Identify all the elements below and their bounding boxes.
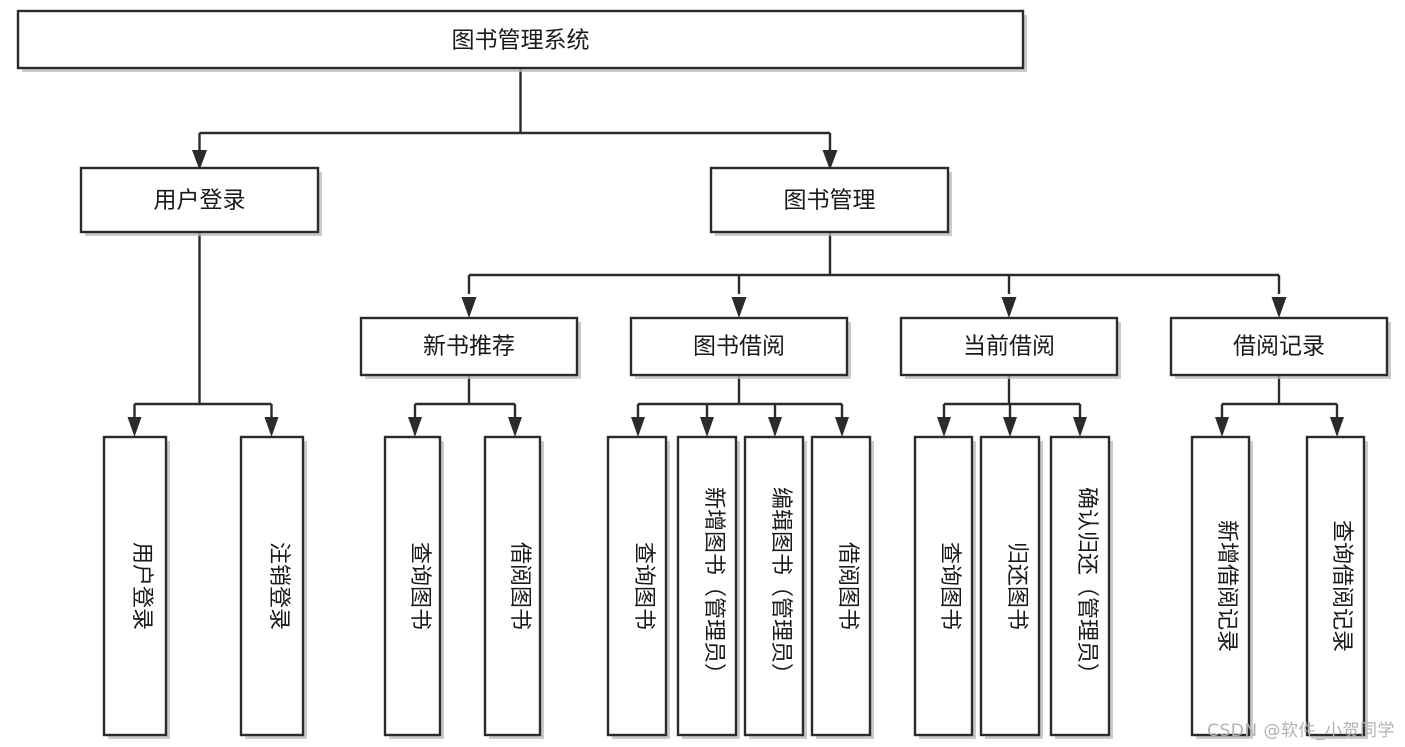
node-leaf-return-book-box[interactable] <box>979 435 1041 737</box>
node-current-borrow[interactable]: 当前借阅 <box>899 316 1121 379</box>
node-leaf-confirm-return-box[interactable] <box>1049 435 1111 737</box>
node-user-login[interactable]: 用户登录 <box>79 166 322 236</box>
node-leaf-query-book-1-box[interactable] <box>383 435 442 737</box>
node-new-book-rec-box[interactable] <box>359 316 579 377</box>
node-leaf-query-book-2-box[interactable] <box>606 435 668 737</box>
node-root-label: 图书管理系统 <box>452 28 590 54</box>
arrow-to-leaf-user-login <box>127 417 142 437</box>
node-leaf-user-login-box[interactable] <box>102 435 168 737</box>
node-leaf-query-book-1-label: 查询图书 <box>407 542 432 630</box>
node-leaf-borrow-book-1[interactable]: 借阅图书 <box>483 435 544 739</box>
node-leaf-query-book-2[interactable]: 查询图书 <box>606 435 670 739</box>
node-leaf-add-record[interactable]: 新增借阅记录 <box>1190 435 1253 739</box>
node-new-book-rec[interactable]: 新书推荐 <box>359 316 581 379</box>
node-leaf-borrow-book-1-box[interactable] <box>483 435 542 737</box>
node-leaf-return-book-label: 归还图书 <box>1004 542 1029 630</box>
node-leaf-borrow-book-1-label: 借阅图书 <box>507 542 532 630</box>
arrow-to-leaf-borrow-book-2 <box>835 417 849 437</box>
node-leaf-confirm-return-label: 确认归还（管理员） <box>1074 487 1099 685</box>
arrow-to-leaf-query-book-1 <box>408 417 422 437</box>
node-leaf-query-book-3[interactable]: 查询图书 <box>913 435 976 739</box>
node-current-borrow-box[interactable] <box>899 316 1119 377</box>
arrow-to-book-borrow <box>731 297 747 318</box>
node-borrow-record[interactable]: 借阅记录 <box>1169 316 1391 379</box>
arrow-to-new-book-rec <box>461 297 477 318</box>
arrow-to-leaf-query-record <box>1330 417 1344 437</box>
arrow-to-book-manage <box>822 150 838 170</box>
node-leaf-logout-label: 注销登录 <box>266 542 291 630</box>
node-leaf-query-record[interactable]: 查询借阅记录 <box>1305 435 1368 739</box>
node-leaf-confirm-return[interactable]: 确认归还（管理员） <box>1049 435 1113 739</box>
arrow-to-leaf-edit-book <box>768 417 782 437</box>
node-leaf-logout-box[interactable] <box>239 435 305 737</box>
node-leaf-edit-book[interactable]: 编辑图书（管理员） <box>743 435 807 739</box>
node-book-manage[interactable]: 图书管理 <box>709 166 952 236</box>
node-leaf-query-record-label: 查询借阅记录 <box>1329 520 1354 652</box>
node-leaf-add-book[interactable]: 新增图书（管理员） <box>676 435 740 739</box>
node-leaf-add-record-box[interactable] <box>1190 435 1251 737</box>
arrow-to-leaf-borrow-book-1 <box>508 417 522 437</box>
node-leaf-query-book-2-label: 查询图书 <box>631 542 656 630</box>
arrow-to-leaf-logout <box>264 417 279 437</box>
node-borrow-record-box[interactable] <box>1169 316 1389 377</box>
node-leaf-add-book-box[interactable] <box>676 435 738 737</box>
arrow-to-leaf-add-record <box>1215 417 1229 437</box>
arrow-to-user-login <box>192 150 207 170</box>
node-leaf-borrow-book-2-label: 借阅图书 <box>835 542 860 630</box>
arrow-to-leaf-return-book <box>1003 417 1017 437</box>
node-root-box[interactable] <box>16 9 1025 70</box>
node-leaf-query-book-1[interactable]: 查询图书 <box>383 435 444 739</box>
node-book-manage-box[interactable] <box>709 166 950 234</box>
node-root[interactable]: 图书管理系统 <box>16 9 1027 72</box>
node-borrow-record-label: 借阅记录 <box>1233 334 1325 360</box>
arrow-to-leaf-confirm-return <box>1073 417 1087 437</box>
node-leaf-edit-book-label: 编辑图书（管理员） <box>768 487 793 685</box>
arrow-to-leaf-query-book-3 <box>937 417 951 437</box>
node-leaf-query-book-3-box[interactable] <box>913 435 974 737</box>
node-leaf-user-login[interactable]: 用户登录 <box>102 435 170 739</box>
node-book-borrow-label: 图书借阅 <box>693 334 785 360</box>
node-leaf-borrow-book-2-box[interactable] <box>810 435 872 737</box>
node-leaf-return-book[interactable]: 归还图书 <box>979 435 1043 739</box>
node-user-login-box[interactable] <box>79 166 320 234</box>
arrow-to-current-borrow <box>1001 297 1017 318</box>
node-leaf-query-book-3-label: 查询图书 <box>937 542 962 630</box>
node-leaf-add-record-label: 新增借阅记录 <box>1214 520 1239 652</box>
arrow-to-borrow-record <box>1271 297 1287 318</box>
node-leaf-query-record-box[interactable] <box>1305 435 1366 737</box>
node-leaf-add-book-label: 新增图书（管理员） <box>701 487 726 685</box>
node-current-borrow-label: 当前借阅 <box>963 334 1055 360</box>
node-leaf-edit-book-box[interactable] <box>743 435 805 737</box>
node-book-borrow[interactable]: 图书借阅 <box>629 316 851 379</box>
node-leaf-user-login-label: 用户登录 <box>129 542 154 630</box>
arrow-to-leaf-query-book-2 <box>631 417 645 437</box>
node-book-borrow-box[interactable] <box>629 316 849 377</box>
node-leaf-borrow-book-2[interactable]: 借阅图书 <box>810 435 874 739</box>
connector-layer <box>127 68 1344 437</box>
node-book-manage-label: 图书管理 <box>784 188 876 214</box>
node-new-book-rec-label: 新书推荐 <box>423 334 515 360</box>
node-user-login-label: 用户登录 <box>154 188 246 214</box>
arrow-to-leaf-add-book <box>700 417 714 437</box>
node-leaf-logout[interactable]: 注销登录 <box>239 435 307 739</box>
